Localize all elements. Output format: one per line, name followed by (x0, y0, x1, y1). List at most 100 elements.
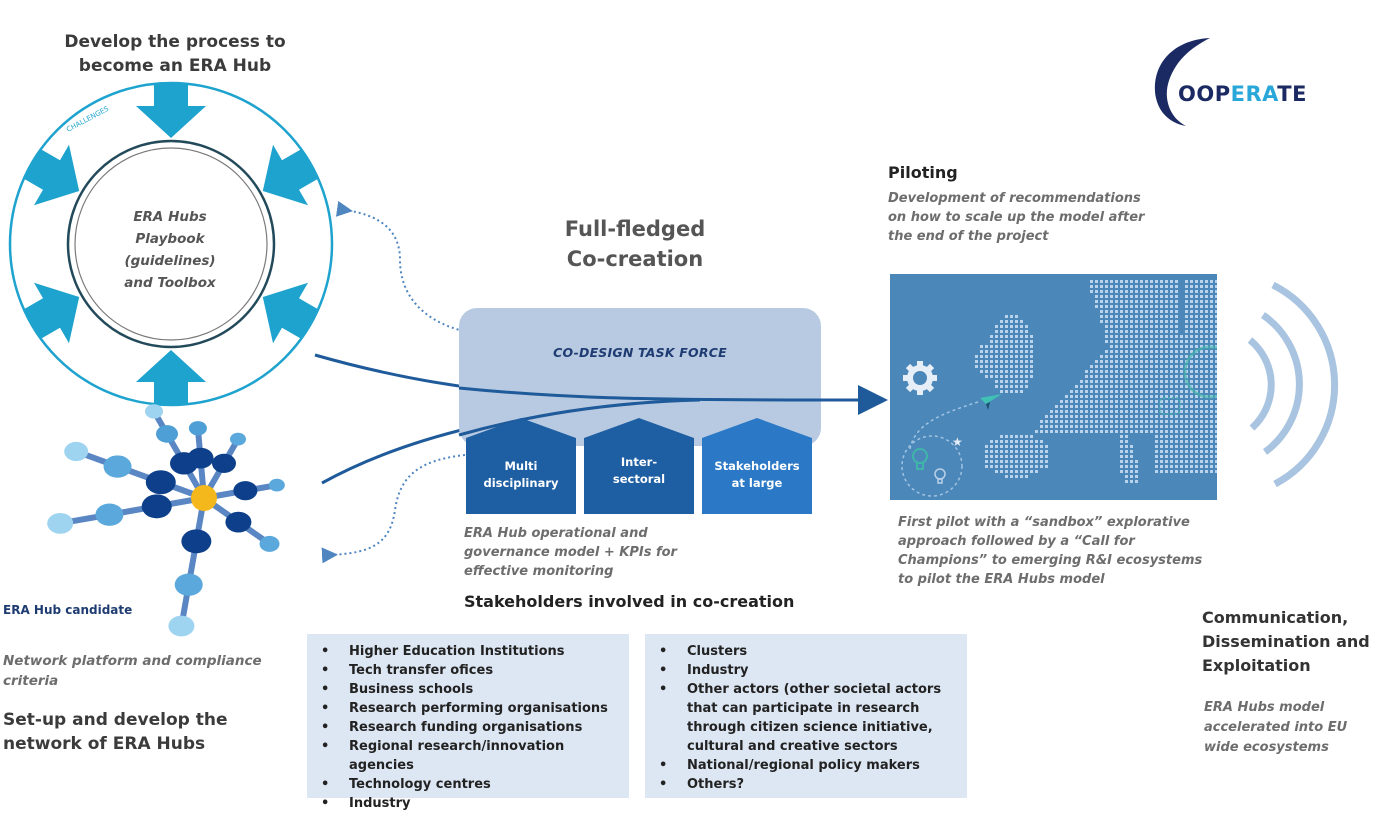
map-dot (1120, 290, 1123, 293)
map-dot (1150, 340, 1153, 343)
map-dot (1125, 420, 1128, 423)
map-dot (1150, 380, 1153, 383)
map-dot (1025, 470, 1028, 473)
map-dot (1010, 320, 1013, 323)
map-dot (1145, 345, 1148, 348)
map-dot (1160, 425, 1163, 428)
text-line: the end of the project (888, 229, 1049, 244)
map-dot (1115, 300, 1118, 303)
map-dot (1080, 415, 1083, 418)
map-dot (1185, 290, 1188, 293)
map-dot (1110, 410, 1113, 413)
map-dot (1185, 400, 1188, 403)
map-dot (995, 365, 998, 368)
map-dot (1100, 420, 1103, 423)
map-dot (1025, 325, 1028, 328)
map-dot (1100, 390, 1103, 393)
map-dot (1115, 425, 1118, 428)
map-dot (1010, 355, 1013, 358)
map-dot (1150, 300, 1153, 303)
map-dot (1110, 390, 1113, 393)
map-dot (1025, 365, 1028, 368)
map-dot (1190, 415, 1193, 418)
map-dot (1155, 330, 1158, 333)
map-dot (1190, 455, 1193, 458)
map-dot (1110, 375, 1113, 378)
map-dot (1140, 400, 1143, 403)
map-dot (1190, 460, 1193, 463)
map-dot (1180, 435, 1183, 438)
map-dot (1015, 445, 1018, 448)
map-dot (1105, 395, 1108, 398)
map-dot (1175, 310, 1178, 313)
block-arrow-shape (262, 144, 319, 206)
map-dot (1000, 390, 1003, 393)
process-title-line: become an ERA Hub (78, 56, 272, 76)
map-dot (1150, 405, 1153, 408)
map-dot (1005, 350, 1008, 353)
process-title-line: Develop the process to (64, 32, 286, 52)
map-dot (1095, 280, 1098, 283)
map-dot (1075, 415, 1078, 418)
map-dot (1070, 405, 1073, 408)
map-dot (1160, 335, 1163, 338)
map-dot (1040, 440, 1043, 443)
map-dot (1005, 475, 1008, 478)
map-dot (1170, 355, 1173, 358)
map-dot (1105, 280, 1108, 283)
map-dot (1095, 370, 1098, 373)
map-dot (1105, 290, 1108, 293)
map-dot (1180, 440, 1183, 443)
map-dot (1165, 420, 1168, 423)
map-dot (1080, 380, 1083, 383)
map-dot (1130, 320, 1133, 323)
map-dot (1150, 295, 1153, 298)
map-dot (1005, 370, 1008, 373)
map-dot (1205, 280, 1208, 283)
map-dot (1120, 410, 1123, 413)
map-dot (1100, 315, 1103, 318)
map-dot (1205, 325, 1208, 328)
map-dot (975, 360, 978, 363)
map-dot (1210, 375, 1213, 378)
map-dot (1165, 425, 1168, 428)
map-dot (1130, 420, 1133, 423)
map-dot (1020, 380, 1023, 383)
map-dot (1130, 385, 1133, 388)
map-dot (990, 365, 993, 368)
map-dot (1020, 330, 1023, 333)
map-dot (1180, 370, 1183, 373)
map-dot (1040, 455, 1043, 458)
map-dot (1170, 395, 1173, 398)
map-dot (1020, 450, 1023, 453)
map-dot (1215, 470, 1217, 473)
map-dot (1195, 290, 1198, 293)
piloting-title: Piloting (888, 163, 958, 182)
map-dot (1150, 335, 1153, 338)
map-dot (1165, 325, 1168, 328)
map-dot (1115, 290, 1118, 293)
map-dot (1210, 415, 1213, 418)
map-dot (995, 370, 998, 373)
map-dot (1110, 340, 1113, 343)
map-dot (1205, 465, 1208, 468)
map-dot (1215, 305, 1217, 308)
map-dot (990, 445, 993, 448)
map-dot (1135, 395, 1138, 398)
map-dot (1195, 280, 1198, 283)
map-dot (1155, 450, 1158, 453)
map-dot (1150, 425, 1153, 428)
text-line: Stakeholders (714, 459, 800, 473)
map-dot (1120, 425, 1123, 428)
map-dot (1115, 345, 1118, 348)
map-dot (990, 355, 993, 358)
map-dot (1000, 380, 1003, 383)
map-dot (1040, 465, 1043, 468)
map-dot (1205, 380, 1208, 383)
map-dot (1100, 300, 1103, 303)
map-dot (1120, 310, 1123, 313)
network-link (59, 495, 205, 527)
map-dot (1045, 425, 1048, 428)
map-dot (1210, 295, 1213, 298)
map-dot (1145, 425, 1148, 428)
